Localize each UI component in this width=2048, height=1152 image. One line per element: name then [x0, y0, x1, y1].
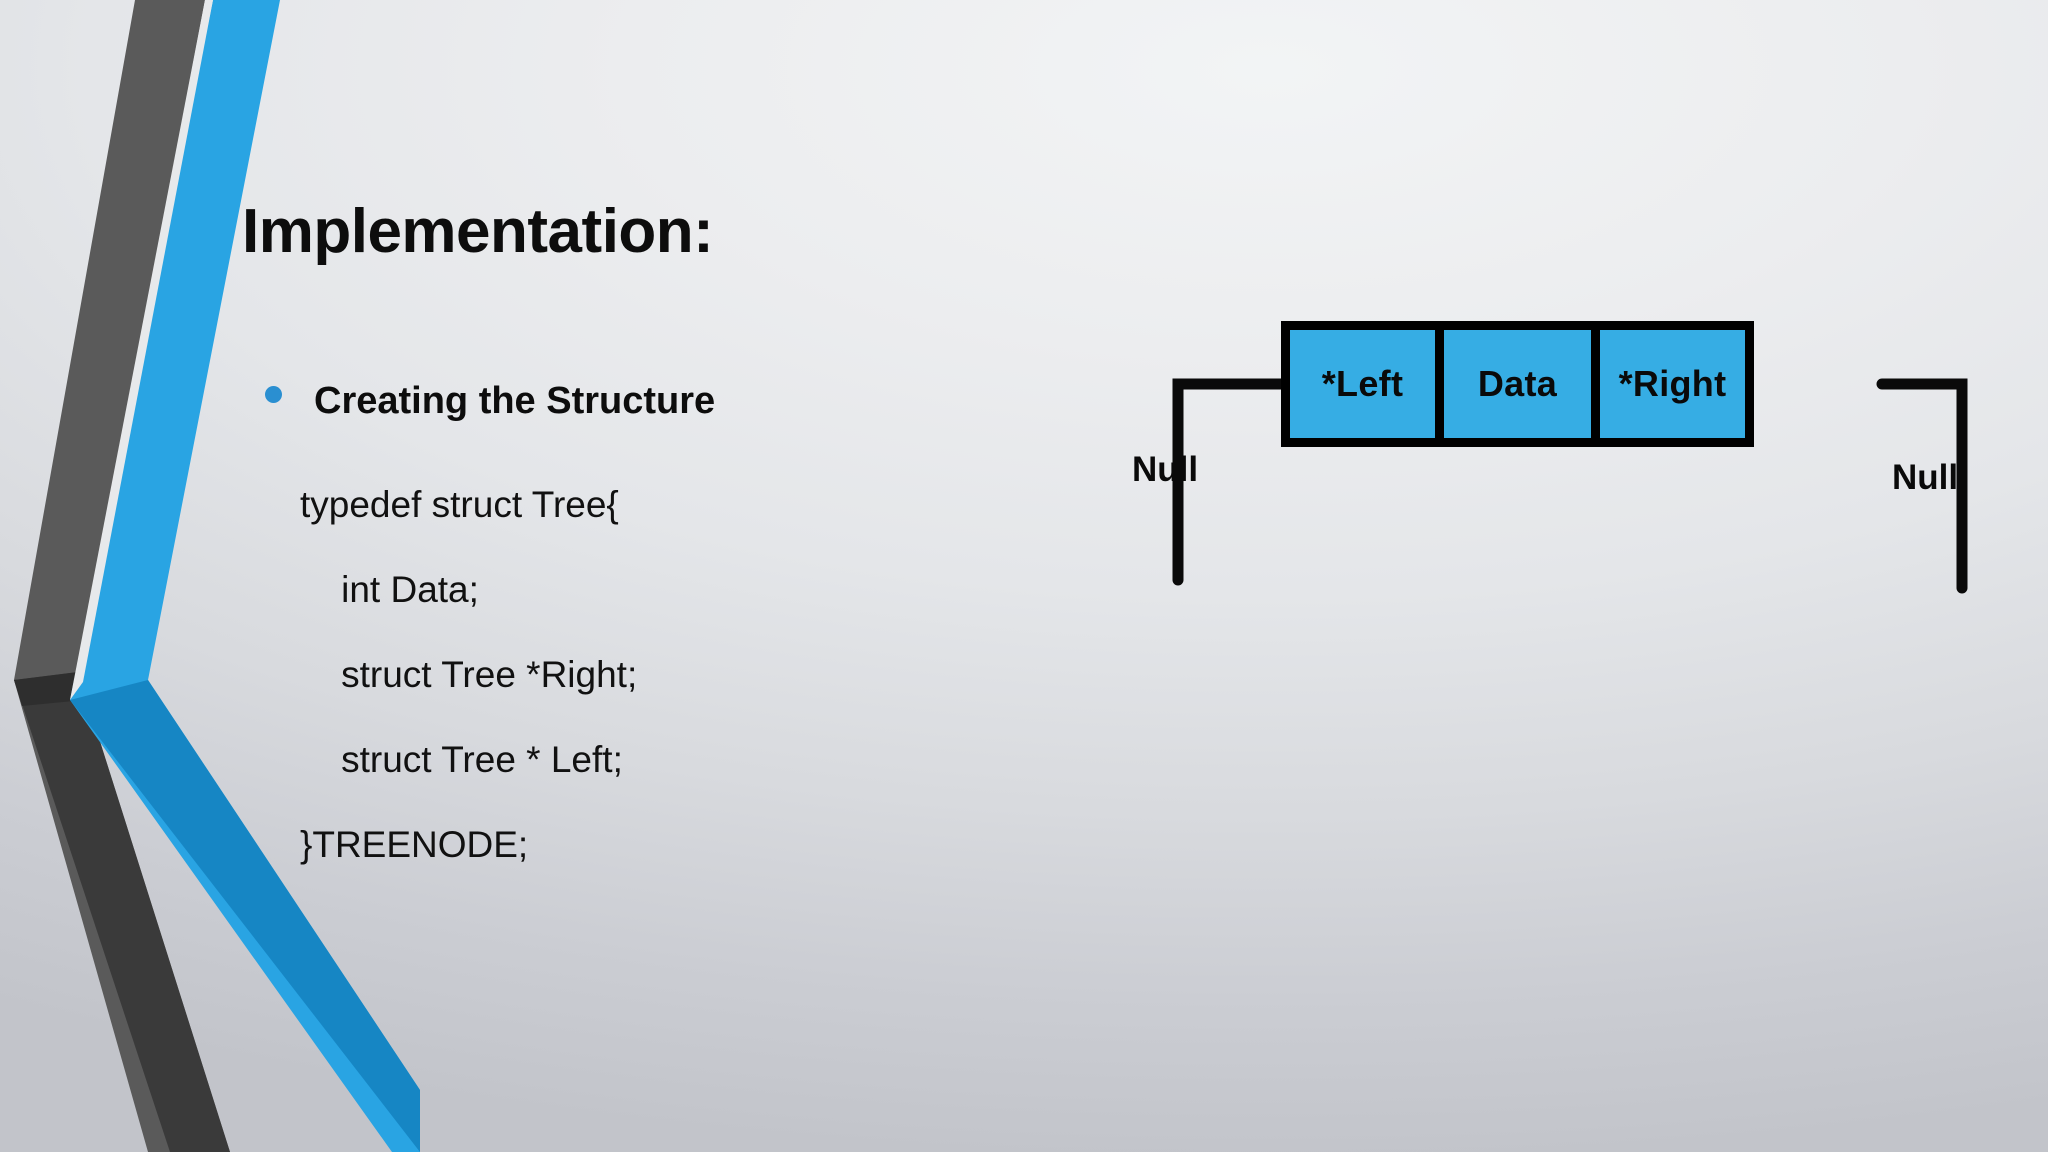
- node-field-data: Data: [1444, 330, 1591, 438]
- pointer-connectors: [1172, 378, 1968, 594]
- code-line: }TREENODE;: [300, 824, 529, 865]
- node-field-right: *Right: [1600, 330, 1745, 438]
- node-box: *Left Data *Right: [1281, 321, 1754, 447]
- bullet-item-label: Creating the Structure: [314, 380, 716, 422]
- chevron-gray-shadow: [14, 672, 230, 1152]
- tree-node-diagram: *Left Data *Right Null Null: [1130, 300, 2048, 700]
- code-line: int Data;: [300, 569, 479, 610]
- code-line: struct Tree *Right;: [300, 654, 638, 695]
- chevron-gray-notch: [14, 672, 84, 706]
- left-null-connector: [1172, 378, 1287, 586]
- null-label-left: Null: [1132, 450, 1199, 489]
- null-label-right: Null: [1892, 458, 1959, 497]
- code-line: typedef struct Tree{: [300, 484, 619, 525]
- page-title: Implementation:: [242, 197, 714, 266]
- node-field-left: *Left: [1290, 330, 1435, 438]
- code-line: struct Tree * Left;: [300, 739, 623, 780]
- code-block: typedef struct Tree{ int Data; struct Tr…: [300, 462, 1060, 887]
- chevron-gray-band: [14, 0, 230, 1152]
- chevron-separator: [70, 0, 213, 700]
- bullet-dot-icon: [265, 386, 282, 403]
- right-null-connector: [1876, 378, 1968, 594]
- bullet-item: Creating the Structure: [265, 380, 715, 423]
